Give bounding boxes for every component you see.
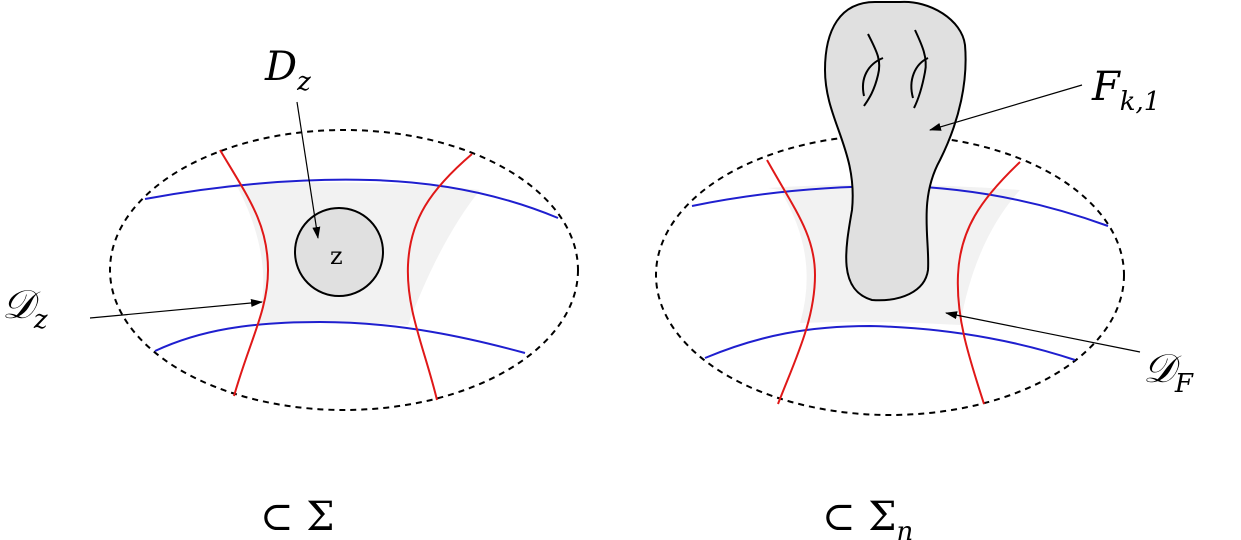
- surface-fk1: [823, 0, 967, 302]
- label-surface-fk1: Fk,1: [1091, 64, 1160, 117]
- right-red-curve-left: [766, 159, 817, 405]
- label-point-z: z: [330, 242, 343, 270]
- arrow-dz: [296, 101, 321, 239]
- handle-right: [910, 29, 929, 109]
- caption-left: ⊂ Σ: [260, 494, 335, 540]
- left-blue-curve-bottom: [154, 320, 526, 354]
- left-figure: Dz z 𝒟z ⊂ Σ: [2, 44, 579, 540]
- arrow-fk1: [929, 84, 1083, 131]
- right-figure: Fk,1 𝒟F ⊂ Σn: [655, 0, 1194, 540]
- handle-left: [862, 33, 884, 107]
- arrow-region-df: [945, 311, 1141, 353]
- caption-right: ⊂ Σn: [822, 494, 913, 540]
- right-blue-curve-bottom: [704, 324, 1076, 361]
- right-red-curve-right: [956, 161, 1021, 405]
- label-disk-dz: Dz: [264, 44, 311, 97]
- label-region-dz: 𝒟z: [2, 282, 48, 335]
- left-red-curve-left: [219, 149, 270, 397]
- left-red-curve-right: [406, 153, 473, 401]
- label-region-df: 𝒟F: [1143, 346, 1194, 399]
- left-dashed-ellipse: [109, 129, 579, 411]
- left-blue-curve-top: [144, 178, 559, 219]
- arrow-region-dz: [89, 299, 263, 319]
